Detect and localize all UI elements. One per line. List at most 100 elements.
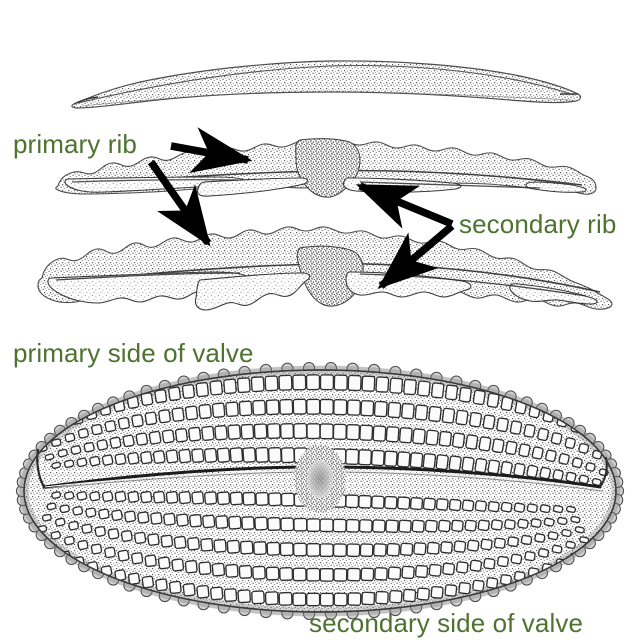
areola (216, 491, 231, 506)
areola (478, 436, 492, 452)
areola (238, 400, 253, 417)
areola (545, 449, 557, 463)
areola (223, 588, 238, 603)
areola (564, 437, 576, 450)
areola (360, 400, 375, 417)
areola (426, 541, 440, 555)
areola (163, 512, 176, 526)
areola (64, 535, 75, 546)
areola (465, 434, 479, 450)
specimen-4-raphe-right (338, 465, 602, 489)
areola (565, 540, 576, 549)
areola (360, 567, 375, 582)
areola (565, 505, 577, 513)
areola (57, 448, 68, 458)
areola (292, 592, 307, 607)
areola (131, 414, 144, 428)
areola (358, 449, 372, 466)
areola (306, 398, 321, 415)
areola (469, 559, 483, 572)
label-secondary-side-of-valve: secondary side of valve (309, 608, 584, 638)
areola (552, 504, 564, 514)
areola (122, 434, 135, 448)
areola (239, 540, 254, 555)
areola (278, 374, 293, 391)
areola (539, 504, 551, 514)
areola (398, 427, 413, 444)
areola (178, 491, 192, 505)
specimen-1-arched-valve (71, 60, 582, 109)
areola (430, 382, 445, 399)
areola (561, 528, 572, 538)
areola (458, 386, 472, 403)
areola (251, 590, 265, 605)
areola (266, 423, 281, 440)
specimen-4-outline-overstroke (23, 369, 617, 613)
areola (579, 536, 590, 544)
areola (200, 538, 214, 552)
areola (253, 423, 268, 440)
areola (292, 374, 307, 391)
specimen-2-rib-shadow-left (71, 178, 239, 183)
areola (176, 513, 189, 527)
areola (448, 498, 462, 512)
areola (372, 519, 386, 533)
areola (292, 398, 307, 415)
areola (430, 585, 444, 599)
arrow-primary-rib-to-specimen3 (147, 159, 212, 247)
areola (372, 425, 387, 442)
areola (236, 377, 251, 394)
specimen-4-canal-right (339, 471, 603, 492)
areola (375, 376, 390, 393)
areola (413, 542, 427, 556)
areola (385, 426, 400, 443)
areola (448, 455, 462, 472)
areola (267, 516, 282, 532)
areola (441, 407, 456, 424)
areola (333, 374, 348, 391)
specimen-4-central-nodule-core (307, 460, 333, 498)
specimen-2-rib-shadow-right (359, 181, 541, 189)
areola (409, 496, 424, 511)
areola (550, 432, 563, 445)
areola (114, 490, 127, 503)
areola (191, 448, 205, 464)
areola (127, 490, 140, 503)
areola (202, 514, 216, 529)
areola (444, 384, 459, 401)
areola (505, 440, 518, 456)
areola (216, 447, 231, 463)
areola (486, 392, 500, 408)
areola (591, 477, 602, 487)
areola (428, 563, 442, 577)
areola (306, 592, 321, 607)
areola (225, 563, 239, 578)
areola (425, 429, 439, 446)
areola (158, 409, 171, 424)
areola (414, 564, 429, 579)
areola (140, 490, 153, 504)
areola (255, 446, 270, 463)
areola (513, 502, 526, 513)
areola (64, 432, 76, 443)
areola (402, 588, 417, 603)
areola (198, 561, 212, 576)
areola (422, 453, 437, 470)
areola (148, 430, 162, 445)
areola (537, 427, 550, 442)
areola (491, 438, 505, 454)
areola (585, 462, 596, 472)
areola (458, 582, 471, 595)
areola (171, 558, 185, 572)
areola (414, 404, 429, 421)
areola (480, 538, 493, 551)
areola (466, 539, 480, 552)
areola (154, 389, 168, 404)
areola (455, 409, 469, 426)
label-primary-side-of-valve: primary side of valve (13, 338, 254, 368)
areola (51, 491, 62, 499)
areola (203, 447, 218, 463)
areola (422, 497, 436, 511)
areola (77, 428, 90, 439)
areola (424, 519, 438, 533)
